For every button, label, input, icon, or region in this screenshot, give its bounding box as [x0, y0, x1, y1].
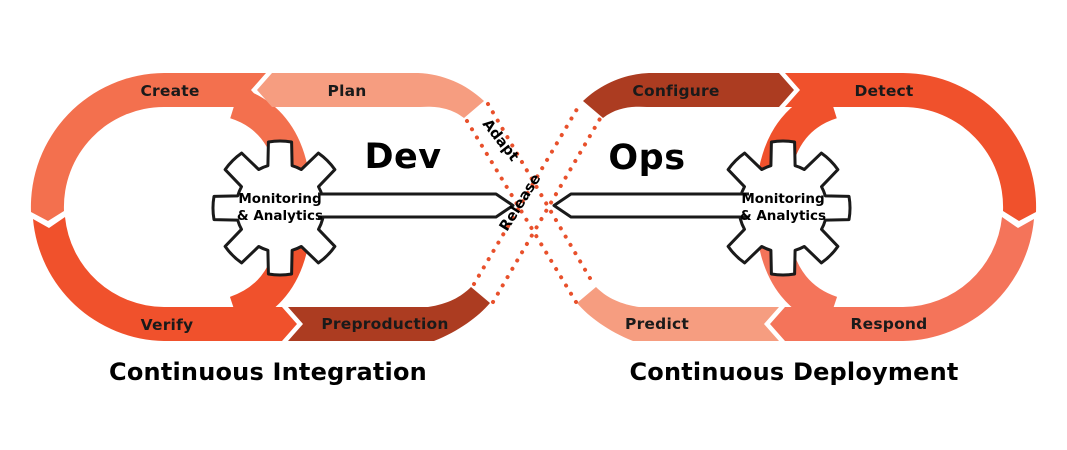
detect-label: Detect — [854, 82, 913, 100]
segment-predict — [577, 287, 779, 341]
gear-right-cog — [726, 139, 852, 277]
ops-label: Ops — [608, 138, 685, 178]
segment-configure — [583, 73, 794, 118]
segment-labels: Create Plan Verify Preproduction Configu… — [140, 82, 927, 334]
gear-left-label-line2: & Analytics — [237, 208, 323, 224]
segment-preproduction — [288, 287, 490, 341]
respond-label: Respond — [851, 315, 928, 333]
ops-arm-bar — [552, 192, 749, 219]
gear-right-label-line2: & Analytics — [740, 208, 826, 224]
segment-create — [30, 73, 266, 221]
release-band-edge-lower — [491, 115, 603, 304]
plan-label: Plan — [328, 82, 367, 100]
gear-left-label-line1: Monitoring — [238, 191, 321, 207]
segment-detect — [785, 73, 1037, 221]
segment-respond — [770, 217, 1034, 341]
gear-labels: Monitoring & Analytics Monitoring & Anal… — [237, 191, 826, 224]
continuous-deployment-title: Continuous Deployment — [629, 358, 958, 386]
predict-label: Predict — [625, 315, 689, 333]
gear-right — [726, 139, 852, 277]
preproduction-label: Preproduction — [321, 315, 448, 333]
configure-label: Configure — [632, 82, 719, 100]
verify-label: Verify — [141, 316, 194, 334]
adapt-label: Adapt — [479, 116, 522, 164]
dev-label: Dev — [364, 137, 441, 177]
gear-left — [211, 139, 337, 277]
adapt-band-edge-lower — [465, 119, 578, 304]
create-label: Create — [140, 82, 199, 100]
dev-arm-bar — [318, 192, 515, 219]
continuous-integration-title: Continuous Integration — [109, 358, 427, 386]
gear-right-label-line1: Monitoring — [741, 191, 824, 207]
adapt-band-edge-upper — [486, 102, 596, 287]
segment-plan — [257, 73, 484, 118]
segment-verify — [33, 217, 297, 341]
release-band-edge-upper — [472, 102, 582, 286]
gear-left-cog — [211, 139, 337, 277]
dotted-cross-bands — [465, 102, 603, 304]
